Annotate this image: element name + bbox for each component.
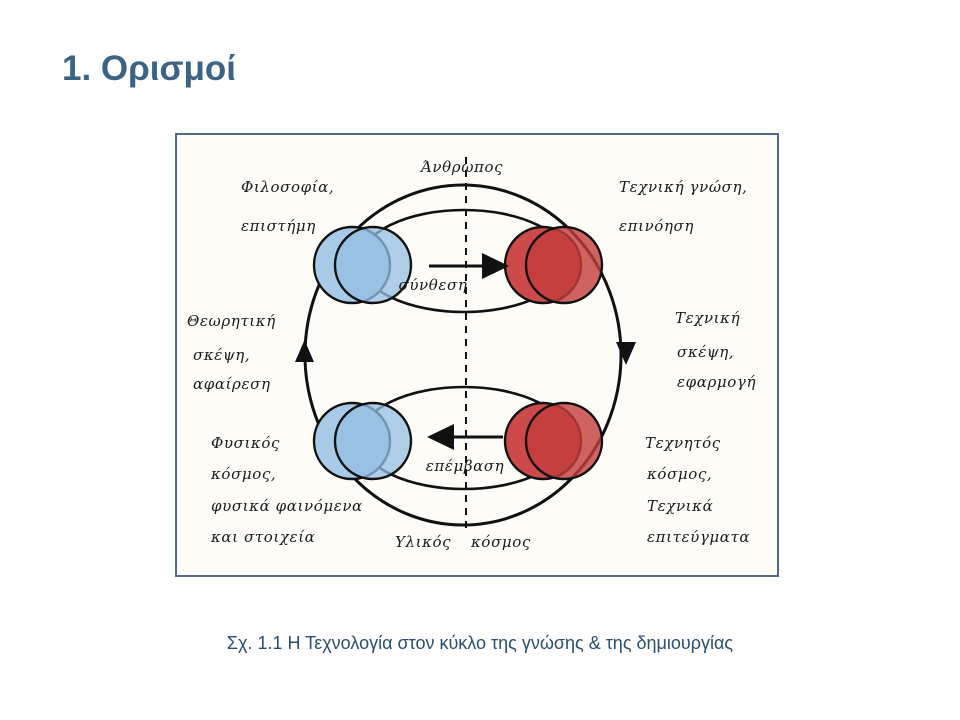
right-side-label-1: Τεχνική [675,309,740,327]
bottom-right-venn [503,401,604,481]
figure-caption: Σχ. 1.1 Η Τεχνολογία στον κύκλο της γνώσ… [226,633,734,653]
top-right-label-2: επινόηση [619,217,694,235]
bottom-left-label-4: και στοιχεία [210,528,315,546]
right-side-label-3: εφαρμογή [677,373,756,391]
top-left-label-2: επιστήμη [241,217,316,235]
cycle-down-arrow-icon [616,342,636,365]
left-side-label-1: Θεωρητική [187,312,276,330]
top-left-label-1: Φιλοσοφία, [241,178,334,196]
technology-cycle-diagram: Άνθρωπος σύνθεση επέμβαση Υλικός κόσμος … [175,133,779,577]
bottom-right-label-3: Τεχνικά [647,497,713,515]
synthesis-arrow [429,253,509,279]
bottom-left-label-1: Φυσικός [211,434,280,452]
left-side-label-3: αφαίρεση [193,375,271,393]
synthesis-label: σύνθεση [399,276,468,294]
top-right-label-1: Τεχνική γνώση, [619,178,747,196]
intervention-arrow [427,424,503,450]
diagram-canvas: Άνθρωπος σύνθεση επέμβαση Υλικός κόσμος … [187,157,756,551]
human-label: Άνθρωπος [419,158,503,176]
bottom-right-label-2: κόσμος, [646,465,712,483]
top-right-venn [503,225,604,305]
bottom-right-label-4: επιτεύγματα [647,528,750,546]
slide-title: 1. Ορισμοί [62,49,236,88]
intervention-label: επέμβαση [426,457,505,475]
material-label-left: Υλικός [395,533,451,551]
right-side-label-2: σκέψη, [677,343,734,361]
material-label-right: κόσμος [470,533,531,551]
left-side-label-2: σκέψη, [193,346,250,364]
top-left-venn [312,225,413,305]
bottom-left-label-2: κόσμος, [210,465,276,483]
bottom-right-label-1: Τεχνητός [645,434,721,452]
bottom-left-label-3: φυσικά φαινόμενα [211,497,363,515]
cycle-up-arrow-icon [295,340,314,362]
bottom-left-venn [312,401,413,481]
